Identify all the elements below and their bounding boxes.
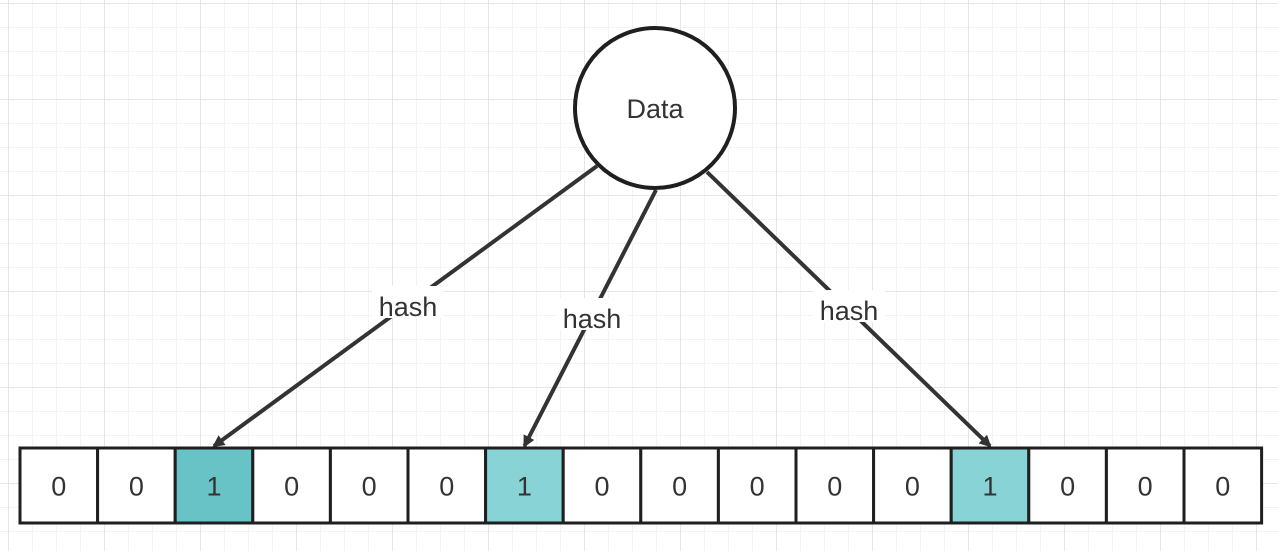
bit-cell-box — [794, 446, 876, 525]
bit-cell-value: 0 — [594, 472, 609, 502]
bit-cell-value: 0 — [905, 472, 920, 502]
hash-label: hash — [820, 296, 879, 326]
bit-cell-value: 0 — [1138, 472, 1153, 502]
bit-cell: 0 — [1027, 446, 1108, 525]
bit-cell-value: 0 — [1215, 472, 1230, 502]
bit-cell-box — [328, 446, 410, 525]
bit-cell-box — [251, 446, 332, 525]
bit-cell-value: 1 — [982, 472, 997, 502]
data-node-circle — [573, 26, 737, 190]
bit-cell: 1 — [173, 446, 255, 525]
bit-cell-box — [561, 446, 643, 525]
bit-cell-value: 0 — [284, 472, 299, 502]
hash-label-bg — [556, 298, 628, 330]
bit-cell-value: 0 — [672, 472, 687, 502]
bit-cell-value: 0 — [1060, 472, 1075, 502]
bit-cell: 1 — [484, 446, 565, 525]
bit-cell-value: 0 — [129, 472, 144, 502]
data-node: Data — [573, 26, 737, 190]
bit-cell: 0 — [716, 446, 798, 525]
bit-cell: 0 — [1104, 446, 1186, 525]
bit-cell: 0 — [18, 446, 100, 525]
bit-cell-box — [639, 446, 720, 525]
bit-cell-box — [1027, 446, 1108, 525]
hash-label-bg — [813, 290, 885, 322]
bit-cell: 1 — [949, 446, 1031, 525]
bit-cell: 0 — [639, 446, 720, 525]
bit-cell-value: 1 — [206, 472, 221, 502]
bit-cell-box — [1182, 446, 1264, 525]
bit-cell: 0 — [328, 446, 410, 525]
hash-label: hash — [379, 292, 438, 322]
bit-cell-box — [484, 446, 565, 525]
bit-cell-value: 0 — [439, 472, 454, 502]
bit-cell-box — [18, 446, 100, 525]
bit-cell: 0 — [251, 446, 332, 525]
bit-cell: 0 — [561, 446, 643, 525]
bit-cell: 0 — [96, 446, 177, 525]
bit-cell: 0 — [794, 446, 876, 525]
bit-cell: 0 — [872, 446, 953, 525]
bit-cell-value: 0 — [827, 472, 842, 502]
bit-cell-value: 0 — [750, 472, 765, 502]
bit-cell-box — [406, 446, 488, 525]
bit-cell-value: 0 — [51, 472, 66, 502]
bit-cell-value: 1 — [517, 472, 532, 502]
hash-label-bg — [372, 286, 444, 318]
bit-cell-value: 0 — [362, 472, 377, 502]
bit-cell-box — [949, 446, 1031, 525]
bit-cell-box — [173, 446, 255, 525]
bit-cell: 0 — [406, 446, 488, 525]
bit-cell-box — [872, 446, 953, 525]
bit-cell: 0 — [1182, 446, 1264, 525]
data-node-label: Data — [626, 94, 684, 124]
bit-array: 0 0 1 0 0 0 1 0 0 0 0 0 1 0 0 0 — [18, 446, 1264, 525]
edge-labels-layer: hash hash hash — [372, 286, 885, 334]
hash-label: hash — [563, 304, 622, 334]
